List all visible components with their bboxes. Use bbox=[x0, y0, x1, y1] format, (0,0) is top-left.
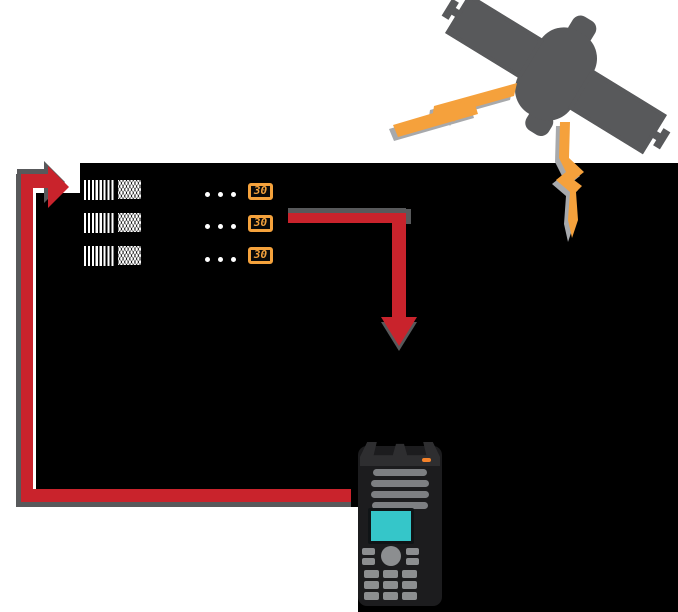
device-key bbox=[383, 592, 398, 600]
ellipsis-dot-icon bbox=[231, 224, 236, 229]
counter-display: 30 bbox=[248, 183, 273, 200]
ellipsis-dot-icon bbox=[231, 257, 236, 262]
ellipsis-dot-icon bbox=[218, 192, 223, 197]
down-arrow-to-device bbox=[381, 213, 417, 346]
counter-display: 30 bbox=[248, 247, 273, 264]
ellipsis-dot-icon bbox=[205, 192, 210, 197]
device-key bbox=[364, 581, 379, 589]
device-key bbox=[402, 581, 417, 589]
device-speaker-stripe bbox=[371, 480, 429, 487]
mid-horizontal-line bbox=[288, 213, 406, 223]
device-speaker-stripe bbox=[373, 469, 427, 476]
shift-register-bars-icon bbox=[84, 213, 115, 233]
code-halftone-block-icon bbox=[118, 180, 141, 199]
device-key bbox=[364, 570, 379, 578]
handheld-gps-receiver-icon bbox=[356, 442, 446, 608]
device-key bbox=[383, 581, 398, 589]
device-key bbox=[406, 558, 419, 565]
code-halftone-block-icon bbox=[118, 246, 141, 265]
device-antenna bbox=[360, 442, 440, 466]
device-speaker-stripe bbox=[372, 502, 428, 509]
ellipsis-dot-icon bbox=[205, 224, 210, 229]
device-dpad bbox=[381, 546, 401, 566]
ellipsis-dot-icon bbox=[231, 192, 236, 197]
device-key bbox=[364, 592, 379, 600]
device-key bbox=[402, 592, 417, 600]
ellipsis-dot-icon bbox=[205, 257, 210, 262]
device-key bbox=[406, 548, 419, 555]
device-key bbox=[362, 558, 375, 565]
loop-corner-shadow bbox=[16, 500, 22, 507]
device-key bbox=[383, 570, 398, 578]
device-key bbox=[402, 570, 417, 578]
device-speaker-stripe bbox=[371, 491, 429, 498]
ellipsis-dot-icon bbox=[218, 257, 223, 262]
loop-left-line bbox=[21, 174, 33, 502]
device-screen-display bbox=[371, 511, 411, 541]
counter-display: 30 bbox=[248, 215, 273, 232]
mid-corner-shadow bbox=[406, 209, 411, 224]
shift-register-bars-icon bbox=[84, 246, 115, 266]
shift-register-bars-icon bbox=[84, 180, 115, 200]
code-halftone-block-icon bbox=[118, 213, 141, 232]
ellipsis-dot-icon bbox=[218, 224, 223, 229]
device-screen bbox=[368, 508, 414, 544]
lightning-bolt-icon bbox=[556, 122, 584, 238]
lightning-bolt-icon bbox=[393, 83, 517, 137]
loop-bottom-line bbox=[21, 489, 351, 502]
device-key bbox=[362, 548, 375, 555]
device-status-led bbox=[422, 458, 431, 462]
